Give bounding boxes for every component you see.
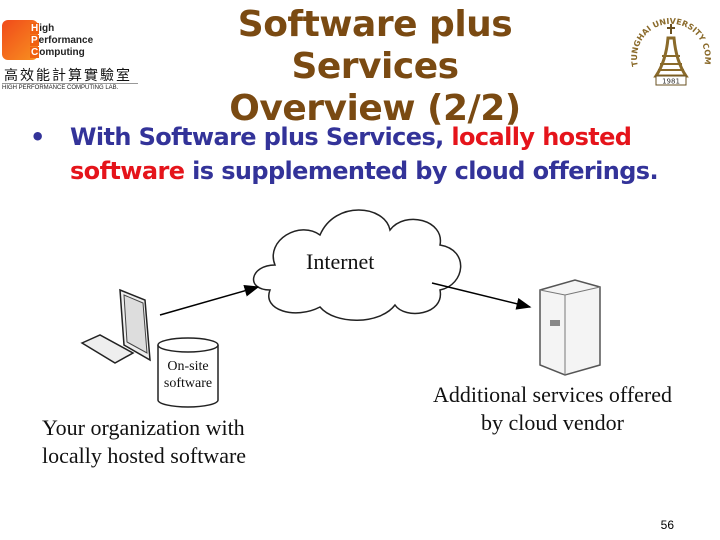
logo-english-name: HIGH PERFORMANCE COMPUTING LAB. xyxy=(2,85,119,91)
arrow-to-vendor xyxy=(431,282,532,310)
page-number: 56 xyxy=(660,518,674,532)
computer-icon xyxy=(80,288,151,364)
server-icon xyxy=(539,279,601,376)
hpc-lab-logo: High Performance Computing 高效能計算實驗室 HIGH… xyxy=(0,18,140,93)
bullet-point: • With Software plus Services, locally h… xyxy=(30,120,710,188)
svg-text:1981: 1981 xyxy=(662,78,680,86)
arrow-to-internet xyxy=(159,284,260,316)
slide-title: Software plus Services Overview (2/2) xyxy=(229,4,521,129)
logo-chinese-name: 高效能計算實驗室 xyxy=(4,68,132,84)
internet-label: Internet xyxy=(306,249,375,274)
database-icon xyxy=(157,337,219,408)
university-seal: TUNGHAI UNIVERSITY COMPUTER SCIENCE DEPA… xyxy=(626,6,712,86)
highlight-text: locally hosted software xyxy=(70,123,632,185)
internet-cloud-icon xyxy=(252,209,462,321)
bullet-dot: • xyxy=(30,123,45,151)
software-plus-services-diagram xyxy=(80,209,601,408)
